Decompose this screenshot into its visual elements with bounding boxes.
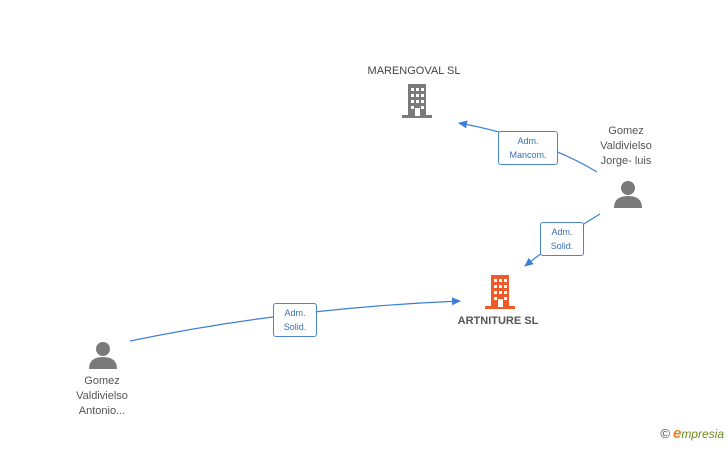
empresia-logo[interactable]: ©empresia [660, 425, 724, 442]
company-label-artniture[interactable]: ARTNITURE SL [457, 315, 539, 327]
brand-e: e [672, 425, 682, 442]
edge-label-adm-mancom: Adm. Mancom. [498, 131, 558, 165]
edge-label-adm-solid-antonio: Adm. Solid. [273, 303, 317, 337]
person-icon[interactable] [89, 342, 117, 369]
person-label-antonio[interactable]: Gomez Valdivielso Antonio... [76, 375, 128, 417]
person-label-jorge[interactable]: Gomez Valdivielso Jorge- luis [600, 125, 652, 167]
brand-name: mpresia [681, 427, 724, 441]
copyright-symbol: © [660, 426, 670, 441]
edge-label-adm-solid-jorge: Adm. Solid. [540, 222, 584, 256]
person-icon[interactable] [614, 181, 642, 208]
building-icon[interactable] [402, 84, 432, 118]
building-icon[interactable] [485, 275, 515, 309]
company-label-marengoval[interactable]: MARENGOVAL SL [367, 65, 461, 77]
